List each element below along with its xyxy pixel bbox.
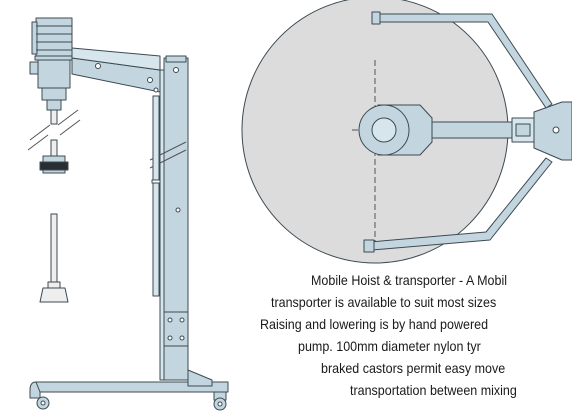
mixer-motor: [29, 17, 74, 111]
hoist-side-view: [27, 17, 229, 411]
caption-line: transporter is available to suit most si…: [271, 295, 497, 310]
caption-line: braked castors permit easy move: [321, 361, 506, 376]
caption-line: Raising and lowering is by hand powered: [260, 317, 489, 332]
hoist-mast: [149, 55, 189, 381]
description-text: Mobile Hoist & transporter - A Mobil tra…: [250, 270, 572, 417]
caption-line: Mobile Hoist & transporter - A Mobil: [311, 273, 508, 288]
caption-line: transportation between mixing: [350, 383, 517, 398]
hoist-plan-view: [241, 0, 572, 264]
caption-line: pump. 100mm diameter nylon tyr: [298, 339, 481, 354]
hoist-base: [29, 369, 229, 411]
impeller: [39, 155, 69, 174]
hoist-arm: [71, 47, 161, 93]
spare-shaft: [39, 213, 69, 303]
